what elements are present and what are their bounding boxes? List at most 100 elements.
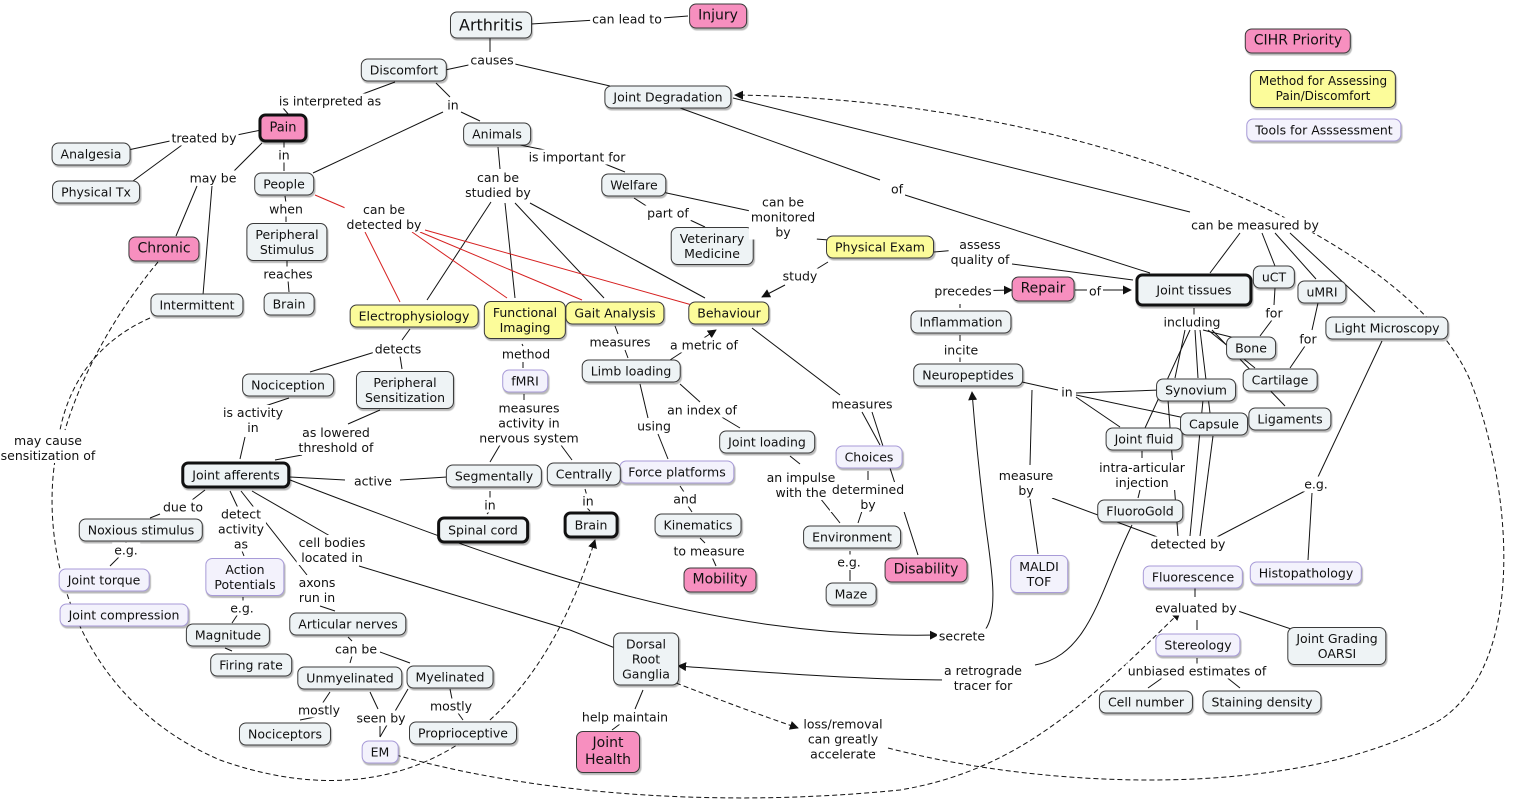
- link-line: [264, 397, 290, 407]
- node-veterinary-medicine: Veterinary Medicine: [670, 227, 754, 265]
- label-due-to: due to: [160, 499, 206, 515]
- link-line: [1273, 287, 1276, 306]
- node-light-microscopy: Light Microscopy: [1325, 316, 1449, 340]
- link-line: [634, 689, 644, 710]
- label-mostly-unmyelinated: mostly: [295, 702, 343, 718]
- label-of-repair: of: [1086, 283, 1104, 299]
- link-line: [624, 349, 629, 359]
- label-measure-by: measure by: [996, 468, 1056, 498]
- link-line: [132, 144, 183, 182]
- node-cartilage: Cartilage: [1242, 368, 1318, 392]
- label-a-retrograde-tracer-for: a retrograde tracer for: [942, 663, 1024, 693]
- label-and: and: [671, 491, 699, 507]
- link-line: [1075, 396, 1121, 428]
- link-line: [460, 111, 481, 122]
- node-uct: uCT: [1252, 265, 1296, 289]
- node-discomfort: Discomfort: [360, 58, 448, 82]
- link-line: [224, 647, 233, 652]
- link-line: [401, 328, 411, 341]
- node-inflammation: Inflammation: [910, 310, 1012, 334]
- node-synovium: Synovium: [1156, 378, 1236, 402]
- link-line: [639, 383, 649, 419]
- node-limb-loading: Limb loading: [581, 359, 681, 383]
- node-ligaments: Ligaments: [1248, 407, 1332, 431]
- link-line: [1211, 329, 1286, 407]
- link-line: [699, 537, 706, 544]
- link-line: [289, 476, 346, 481]
- link-line: [530, 19, 597, 25]
- dashed-link-line: [675, 682, 799, 730]
- node-segmentally: Segmentally: [445, 464, 543, 488]
- link-line: [586, 507, 591, 512]
- link-line: [240, 490, 308, 576]
- label-unbiased-estimates-of: unbiased estimates of: [1125, 663, 1269, 679]
- link-line: [1311, 302, 1319, 331]
- label-in-neuropeptides: in: [1059, 384, 1075, 400]
- label-study: study: [780, 268, 820, 284]
- node-dorsal-root-ganglia: Dorsal Root Ganglia: [613, 632, 679, 686]
- link-line: [369, 691, 379, 710]
- link-line: [861, 411, 881, 446]
- legend-tools: Tools for Asssessment: [1246, 118, 1402, 142]
- node-em: EM: [361, 740, 399, 764]
- node-joint-fluid: Joint fluid: [1105, 427, 1183, 451]
- link-line: [614, 325, 619, 335]
- node-bone: Bone: [1226, 336, 1276, 360]
- link-line: [1194, 329, 1199, 379]
- label-seen-by: seen by: [354, 710, 408, 726]
- label-incite: incite: [941, 342, 981, 358]
- node-analgesia: Analgesia: [51, 142, 131, 166]
- label-using: using: [635, 418, 673, 434]
- link-line: [1011, 263, 1134, 281]
- label-intra-articular-injection: intra-articular injection: [1097, 460, 1187, 490]
- label-detected-by: detected by: [1148, 536, 1228, 552]
- link-line: [1137, 489, 1141, 499]
- node-physical-exam: Physical Exam: [826, 235, 934, 259]
- label-detect-activity-as: detect activity as: [215, 506, 267, 552]
- node-arthritis: Arthritis: [449, 11, 533, 39]
- label-determined-by: determined by: [829, 482, 907, 512]
- node-brain-mid: Brain: [563, 511, 619, 539]
- node-fmri: fMRI: [502, 369, 548, 393]
- node-repair: Repair: [1011, 276, 1075, 302]
- link-line: [719, 415, 741, 429]
- node-electrophysiology: Electrophysiology: [349, 304, 479, 328]
- label-in-segmentally: in: [482, 497, 498, 513]
- node-peripheral-sensitization: Peripheral Sensitization: [355, 371, 455, 409]
- link-line: [689, 219, 706, 228]
- red-link-line: [424, 229, 693, 306]
- link-line: [426, 201, 492, 301]
- dashed-link-line: [59, 317, 151, 431]
- node-joint-afferents: Joint afferents: [181, 461, 291, 489]
- legend-method: Method for Assessing Pain/Discomfort: [1249, 70, 1397, 108]
- link-line: [657, 433, 669, 460]
- node-pain: Pain: [258, 113, 308, 143]
- label-is-interpreted-as: is interpreted as: [276, 93, 384, 109]
- label-for-bone: for: [1263, 305, 1285, 321]
- label-precedes: precedes: [932, 283, 994, 299]
- label-a-metric-of: a metric of: [668, 337, 740, 353]
- node-histopathology: Histopathology: [1249, 561, 1363, 585]
- link-line: [109, 555, 121, 567]
- link-line: [529, 202, 706, 299]
- node-spinal-cord: Spinal cord: [437, 516, 529, 544]
- label-detects: detects: [372, 341, 424, 357]
- label-for-cartilage: for: [1297, 331, 1319, 347]
- link-line: [175, 185, 198, 237]
- dashed-link-line: [734, 90, 1505, 781]
- label-of-degradation: of: [888, 181, 906, 197]
- link-line: [1317, 340, 1383, 478]
- label-active: active: [352, 473, 394, 489]
- label-evaluated-by: evaluated by: [1153, 600, 1239, 616]
- label-axons-run-in: axons run in: [296, 575, 338, 605]
- label-an-impulse-with-the: an impulse with the: [764, 470, 838, 500]
- link-line: [149, 513, 161, 519]
- link-line: [319, 605, 336, 612]
- node-brain-top: Brain: [263, 292, 315, 316]
- link-line: [312, 111, 444, 174]
- link-line: [231, 613, 239, 624]
- link-line: [497, 146, 501, 170]
- link-line: [761, 284, 786, 298]
- link-line: [751, 327, 841, 396]
